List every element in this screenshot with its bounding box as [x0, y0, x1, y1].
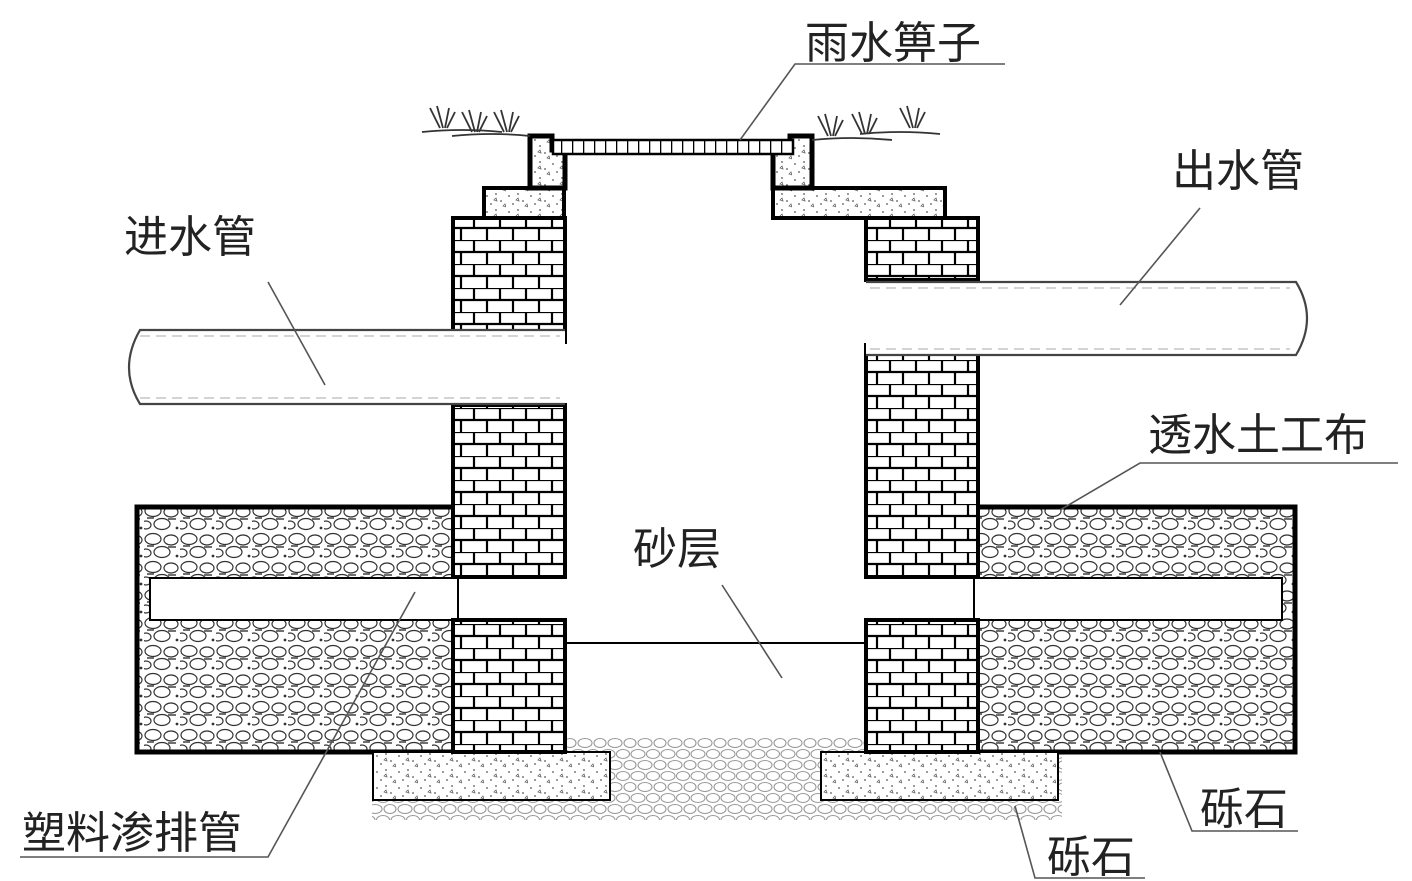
- label-gravel-right: 砾石: [1200, 784, 1288, 835]
- label-gravel-bottom: 砾石: [1047, 832, 1135, 881]
- grass-left-icon: [421, 105, 531, 137]
- label-drain-pipe: 塑料渗排管: [22, 808, 242, 859]
- label-geotextile: 透水土工布: [1148, 410, 1368, 461]
- label-inlet-pipe: 进水管: [124, 212, 256, 263]
- rainwater-grate: [551, 138, 795, 156]
- brick-wall-left: [451, 216, 567, 754]
- concrete-footing-left: [372, 751, 611, 801]
- label-grate: 雨水箅子: [805, 18, 981, 69]
- gravel-fill-left: [134, 504, 458, 755]
- label-outlet-pipe: 出水管: [1172, 146, 1304, 197]
- concrete-footing-right: [820, 751, 1059, 801]
- grass-right-icon: [811, 105, 941, 141]
- well-cap-right: [770, 133, 947, 220]
- well-cap-left: [482, 133, 568, 220]
- outlet-pipe: [866, 280, 1309, 357]
- inlet-pipe: [127, 328, 565, 406]
- label-sand-layer: 砂层: [633, 524, 721, 575]
- plastic-drain-pipe: [149, 577, 1283, 621]
- gravel-fill-right: [974, 504, 1298, 755]
- leader-lines: [20, 63, 1398, 879]
